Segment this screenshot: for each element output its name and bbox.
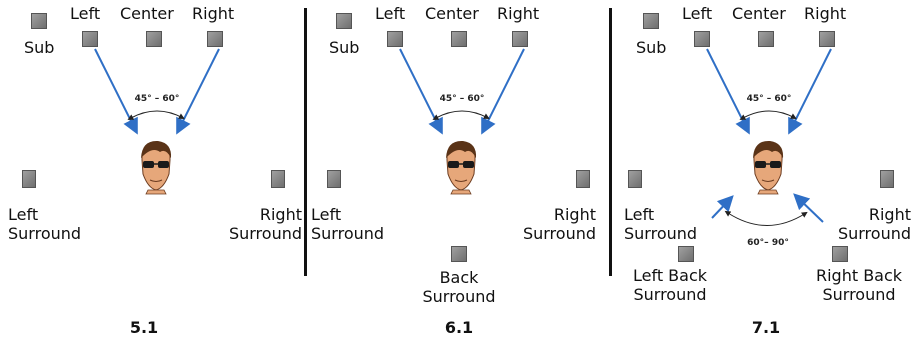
left-label: Left bbox=[70, 4, 101, 23]
left-surround-speaker-icon bbox=[22, 170, 36, 188]
panel-6-1: Sub Left Center Right Left Surround Righ… bbox=[305, 0, 610, 345]
rear-right-arrow bbox=[793, 193, 824, 223]
front-right-arrow bbox=[788, 48, 832, 135]
panel-divider bbox=[304, 8, 307, 276]
sub-speaker-icon bbox=[31, 13, 47, 29]
left-back-surround-speaker-icon bbox=[678, 246, 694, 262]
front-angle-arc bbox=[432, 110, 490, 120]
right-speaker-icon bbox=[512, 31, 528, 47]
left-surround-label: Left Surround bbox=[311, 205, 385, 243]
center-label: Center bbox=[732, 4, 786, 23]
right-back-surround-label: Right Back Surround bbox=[815, 266, 903, 304]
sub-speaker-icon bbox=[336, 13, 352, 29]
front-right-arrow bbox=[481, 48, 525, 135]
sub-label: Sub bbox=[636, 38, 667, 57]
left-surround-label: Left Surround bbox=[8, 205, 82, 243]
front-left-arrow bbox=[706, 48, 750, 135]
panel-divider bbox=[609, 8, 612, 276]
left-surround-speaker-icon bbox=[628, 170, 642, 188]
center-label: Center bbox=[120, 4, 174, 23]
front-angle-label: 45° – 60° bbox=[440, 94, 485, 104]
center-speaker-icon bbox=[146, 31, 162, 47]
left-back-surround-label: Left Back Surround bbox=[632, 266, 708, 304]
sub-speaker-icon bbox=[643, 13, 659, 29]
right-speaker-icon bbox=[819, 31, 835, 47]
back-surround-speaker-icon bbox=[451, 246, 467, 262]
center-label: Center bbox=[425, 4, 479, 23]
sub-label: Sub bbox=[329, 38, 360, 57]
right-surround-label: Right Surround bbox=[228, 205, 302, 243]
panel-7-1: Sub Left Center Right Left Surround Righ… bbox=[612, 0, 915, 345]
sub-label: Sub bbox=[24, 38, 55, 57]
center-speaker-icon bbox=[451, 31, 467, 47]
front-angle-label: 45° – 60° bbox=[135, 94, 180, 104]
front-angle-label: 45° – 60° bbox=[747, 94, 792, 104]
left-label: Left bbox=[682, 4, 713, 23]
caption: 5.1 bbox=[129, 318, 159, 337]
front-angle-arc bbox=[127, 110, 185, 120]
front-left-arrow bbox=[94, 48, 138, 135]
right-surround-label: Right Surround bbox=[837, 205, 911, 243]
right-label: Right bbox=[192, 4, 235, 23]
right-surround-speaker-icon bbox=[880, 170, 894, 188]
left-label: Left bbox=[375, 4, 406, 23]
left-speaker-icon bbox=[82, 31, 98, 47]
right-speaker-icon bbox=[207, 31, 223, 47]
caption: 6.1 bbox=[444, 318, 474, 337]
caption: 7.1 bbox=[751, 318, 781, 337]
left-speaker-icon bbox=[387, 31, 403, 47]
listener-icon bbox=[445, 140, 477, 195]
back-surround-label: Back Surround bbox=[422, 268, 496, 306]
right-back-surround-speaker-icon bbox=[832, 246, 848, 262]
panel-5-1: Sub Left Center Right Left Surround Righ… bbox=[0, 0, 305, 345]
listener-icon bbox=[140, 140, 172, 195]
right-surround-speaker-icon bbox=[576, 170, 590, 188]
right-surround-label: Right Surround bbox=[522, 205, 596, 243]
left-speaker-icon bbox=[694, 31, 710, 47]
right-label: Right bbox=[804, 4, 847, 23]
listener-icon bbox=[752, 140, 784, 195]
right-label: Right bbox=[497, 4, 540, 23]
right-surround-speaker-icon bbox=[271, 170, 285, 188]
front-right-arrow bbox=[176, 48, 220, 135]
rear-angle-arc bbox=[724, 210, 808, 226]
left-surround-label: Left Surround bbox=[624, 205, 698, 243]
front-angle-arc bbox=[739, 110, 797, 120]
front-left-arrow bbox=[399, 48, 443, 135]
left-surround-speaker-icon bbox=[327, 170, 341, 188]
rear-angle-label: 60°– 90° bbox=[747, 238, 789, 248]
center-speaker-icon bbox=[758, 31, 774, 47]
rear-left-arrow bbox=[711, 195, 734, 219]
